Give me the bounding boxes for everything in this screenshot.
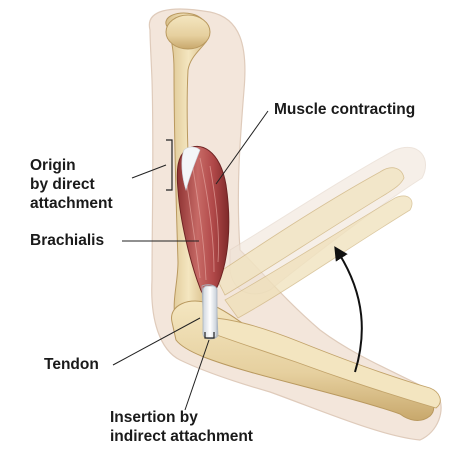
label-brachialis: Brachialis <box>30 231 104 250</box>
origin-bracket <box>166 139 173 191</box>
leader-tendon <box>112 317 201 366</box>
label-insertion-line-2: indirect attachment <box>110 428 253 445</box>
label-tendon-text: Tendon <box>44 356 99 373</box>
label-origin: Origin by direct attachment <box>30 156 113 213</box>
ghost-radius-bone <box>214 167 405 296</box>
muscle-fibers <box>185 157 219 281</box>
label-insertion-line-1: Insertion by <box>110 409 198 426</box>
label-tendon: Tendon <box>44 355 99 374</box>
radius-bone <box>213 317 441 409</box>
flexion-arrow <box>334 246 363 373</box>
insertion-bracket <box>204 332 215 339</box>
leader-insertion <box>184 339 210 411</box>
humerus-head <box>165 14 211 50</box>
leader-muscle-contracting <box>215 110 269 185</box>
label-muscle-contracting: Muscle contracting <box>274 100 415 119</box>
origin-fascia <box>181 146 201 192</box>
label-origin-line-1: Origin <box>30 157 76 174</box>
label-insertion: Insertion by indirect attachment <box>110 408 253 446</box>
tendon-body <box>202 285 218 339</box>
ghost-ulna-bone <box>224 195 413 319</box>
label-muscle-contracting-text: Muscle contracting <box>274 101 416 118</box>
label-origin-line-2: by direct <box>30 176 95 193</box>
label-origin-line-3: attachment <box>30 195 113 212</box>
label-brachialis-text: Brachialis <box>30 232 105 249</box>
leader-origin <box>131 164 167 179</box>
